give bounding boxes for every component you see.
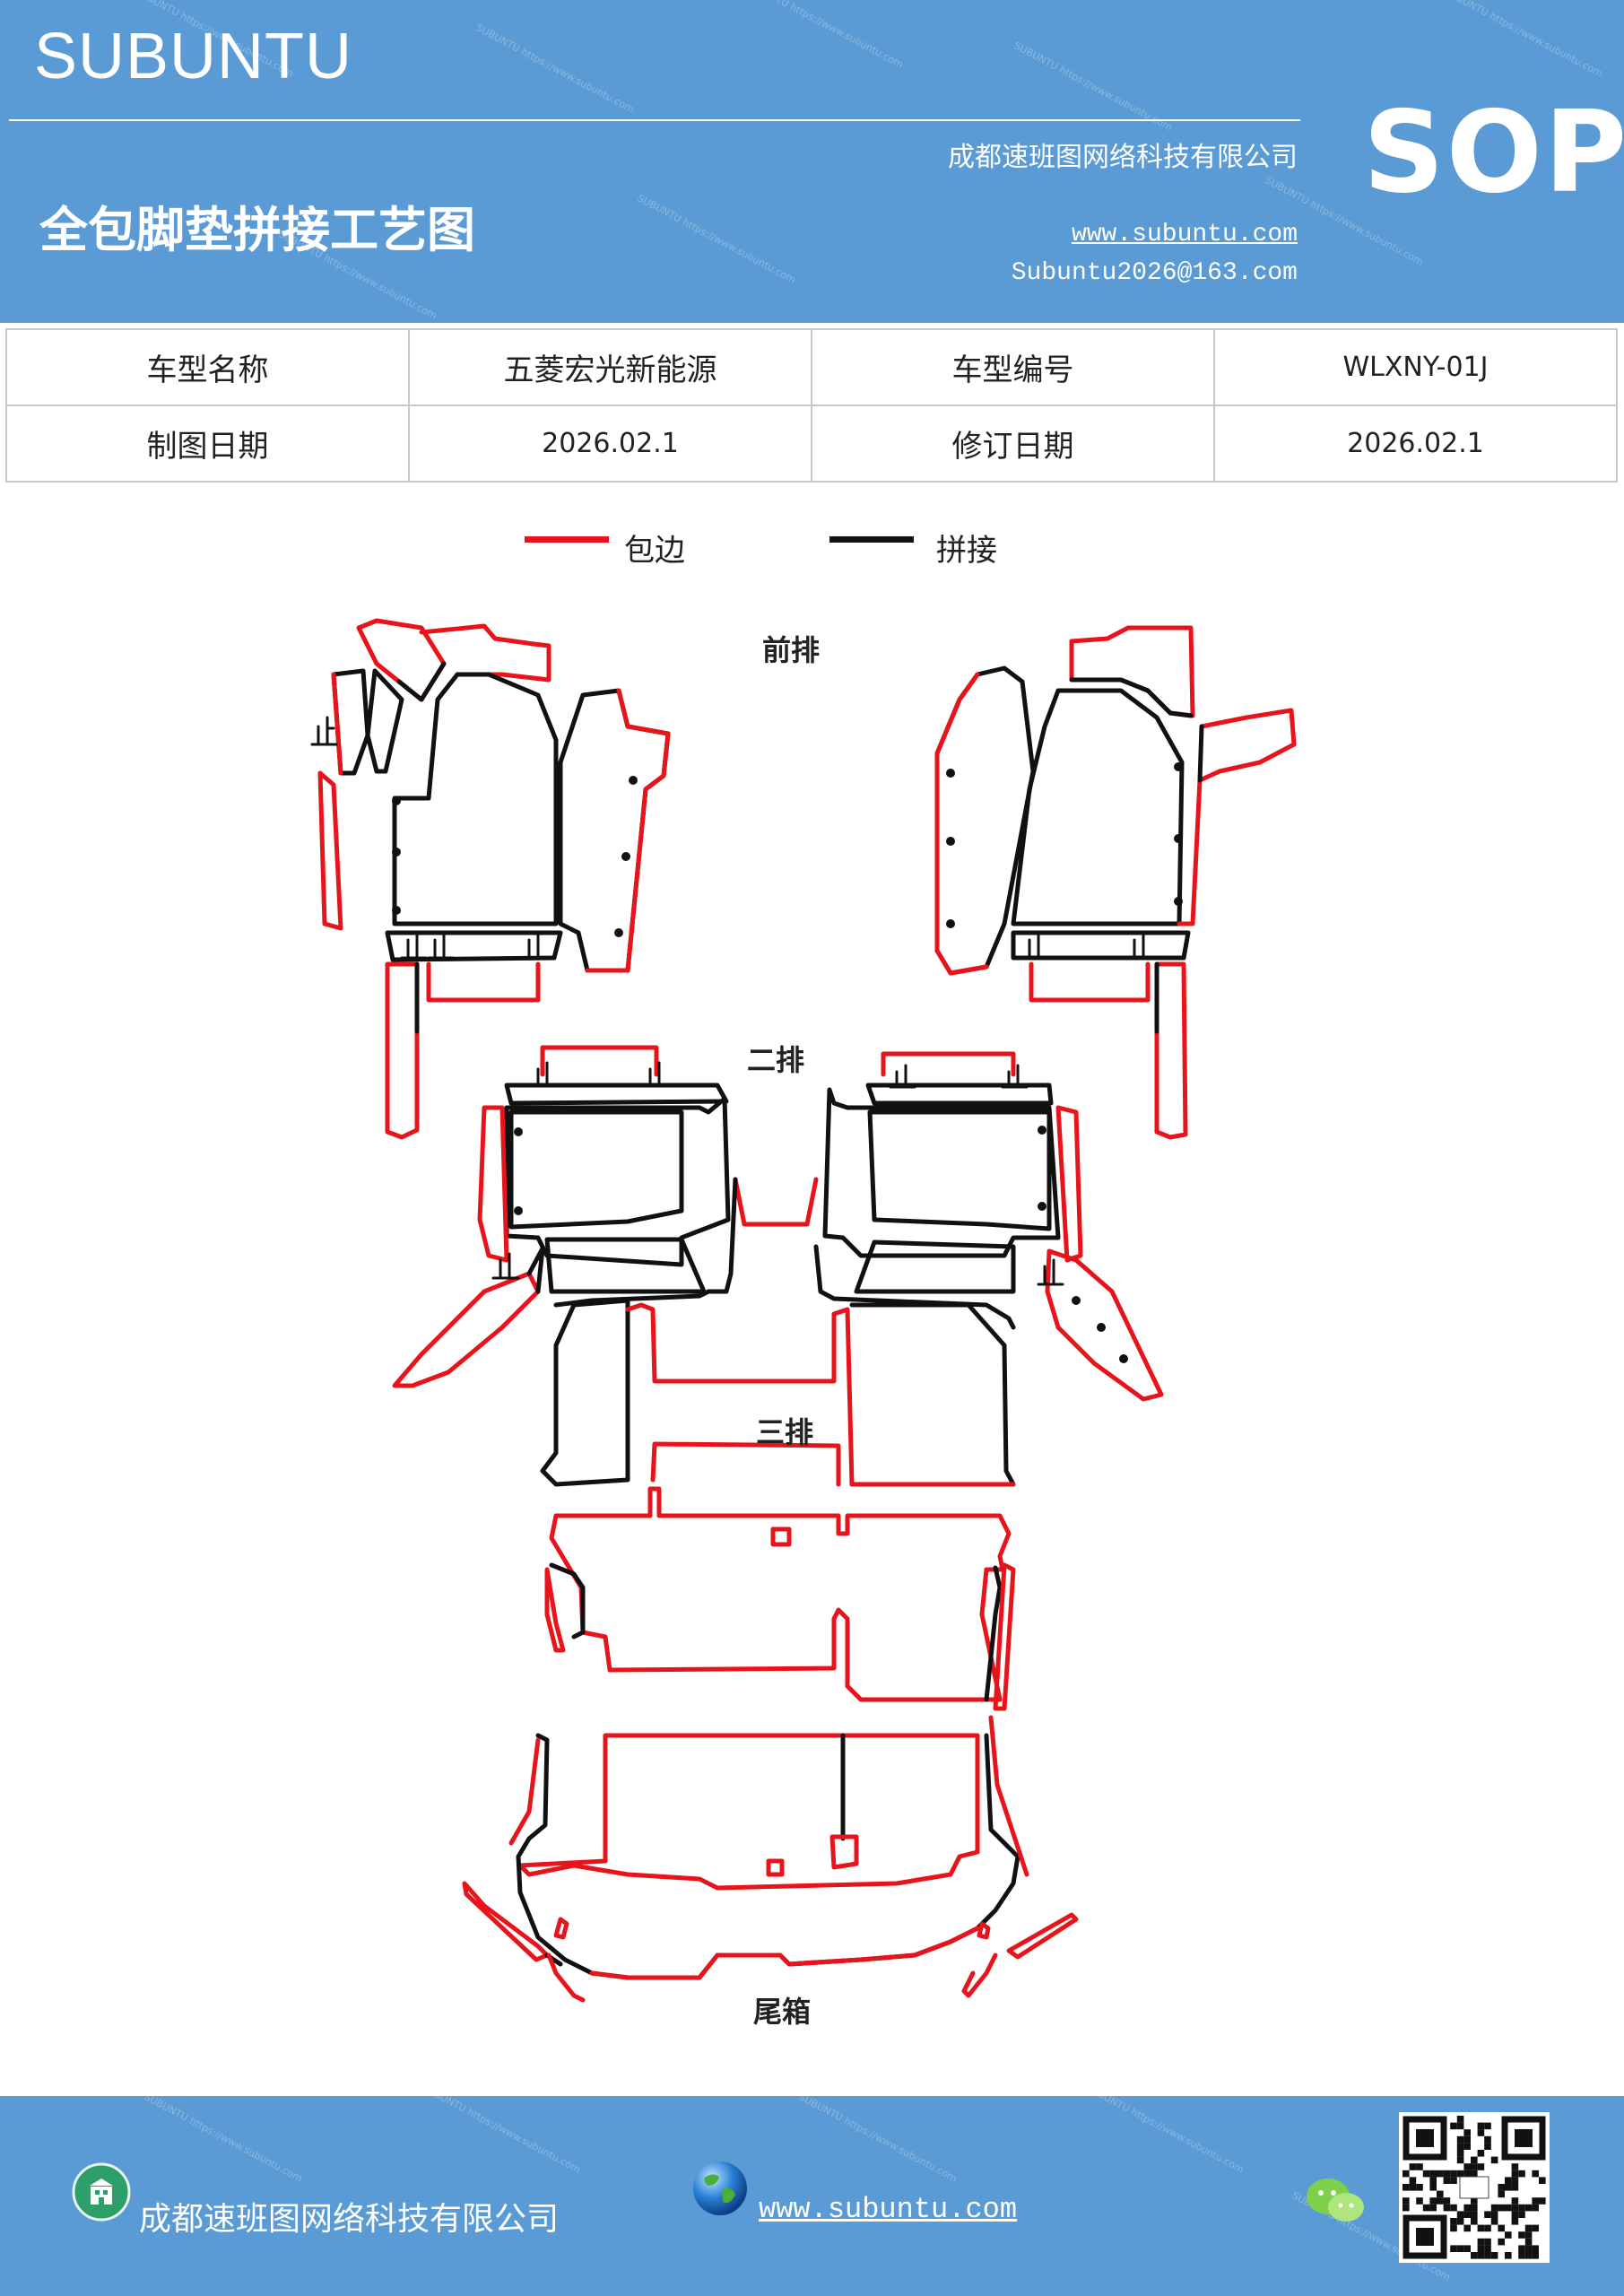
footer-website-link[interactable]: www.subuntu.com: [759, 2193, 1018, 2226]
table-cell: 制图日期: [5, 404, 410, 483]
footer-banner: SUBUNTU https://www.subuntu.com SUBUNTU …: [0, 2096, 1624, 2296]
page-title: 全包脚垫拼接工艺图: [39, 201, 475, 258]
vehicle-info-table: 车型名称 五菱宏光新能源 车型编号 WLXNY-01J 制图日期 2026.02…: [5, 328, 1618, 483]
header-divider: [9, 119, 1300, 121]
watermark: SUBUNTU https://www.subuntu.com: [420, 2096, 583, 2176]
sop-badge: SOP: [1363, 86, 1624, 218]
section-label-front: 前排: [762, 633, 821, 667]
legend-label-edge: 包边: [624, 533, 685, 569]
footer-company-name: 成都速班图网络科技有限公司: [139, 2201, 560, 2238]
table-cell: 修订日期: [811, 404, 1215, 483]
globe-icon: [693, 2161, 747, 2215]
third-row-mats: [540, 1298, 1016, 1711]
table-cell: WLXNY-01J: [1213, 328, 1618, 406]
table-row: 车型名称 五菱宏光新能源 车型编号 WLXNY-01J: [5, 328, 1618, 406]
front-left-mats: [317, 618, 671, 1140]
wechat-icon: [1307, 2179, 1364, 2222]
legend-swatch-seam: [829, 536, 914, 543]
watermark: SUBUNTU https://www.subuntu.com: [142, 2096, 305, 2185]
legend-swatch-edge: [525, 536, 609, 543]
fastener-points: [392, 762, 1183, 1363]
building-icon: [72, 2162, 131, 2222]
front-right-mats: [934, 625, 1297, 1140]
website-link[interactable]: www.subuntu.com: [1071, 221, 1298, 248]
qr-code: [1399, 2112, 1550, 2263]
section-label-second: 二排: [747, 1043, 805, 1077]
section-label-trunk: 尾箱: [753, 1995, 812, 2029]
splice-markers: [310, 716, 1154, 1286]
company-name: 成都速班图网络科技有限公司: [948, 142, 1298, 173]
watermark: SUBUNTU https://www.subuntu.com: [796, 2096, 960, 2185]
email-address: Subuntu2026@163.com: [1011, 259, 1298, 287]
floor-mat-splicing-diagram: [310, 618, 1297, 2003]
trunk-mats: [462, 1715, 1079, 2003]
second-row-mats: [392, 1045, 1164, 1402]
legend-label-seam: 拼接: [936, 533, 997, 569]
table-cell: 2026.02.1: [1213, 404, 1618, 483]
table-row: 制图日期 2026.02.1 修订日期 2026.02.1: [5, 404, 1618, 483]
table-cell: 五菱宏光新能源: [408, 328, 812, 406]
section-label-third: 三排: [756, 1415, 814, 1449]
watermark: SUBUNTU https://www.subuntu.com: [1083, 2096, 1246, 2176]
table-cell: 2026.02.1: [408, 404, 812, 483]
brand-logo-text: SUBUNTU: [34, 21, 353, 92]
table-cell: 车型名称: [5, 328, 410, 406]
header-banner: SUBUNTU https://www.subuntu.com SUBUNTU …: [0, 0, 1624, 323]
table-cell: 车型编号: [811, 328, 1215, 406]
